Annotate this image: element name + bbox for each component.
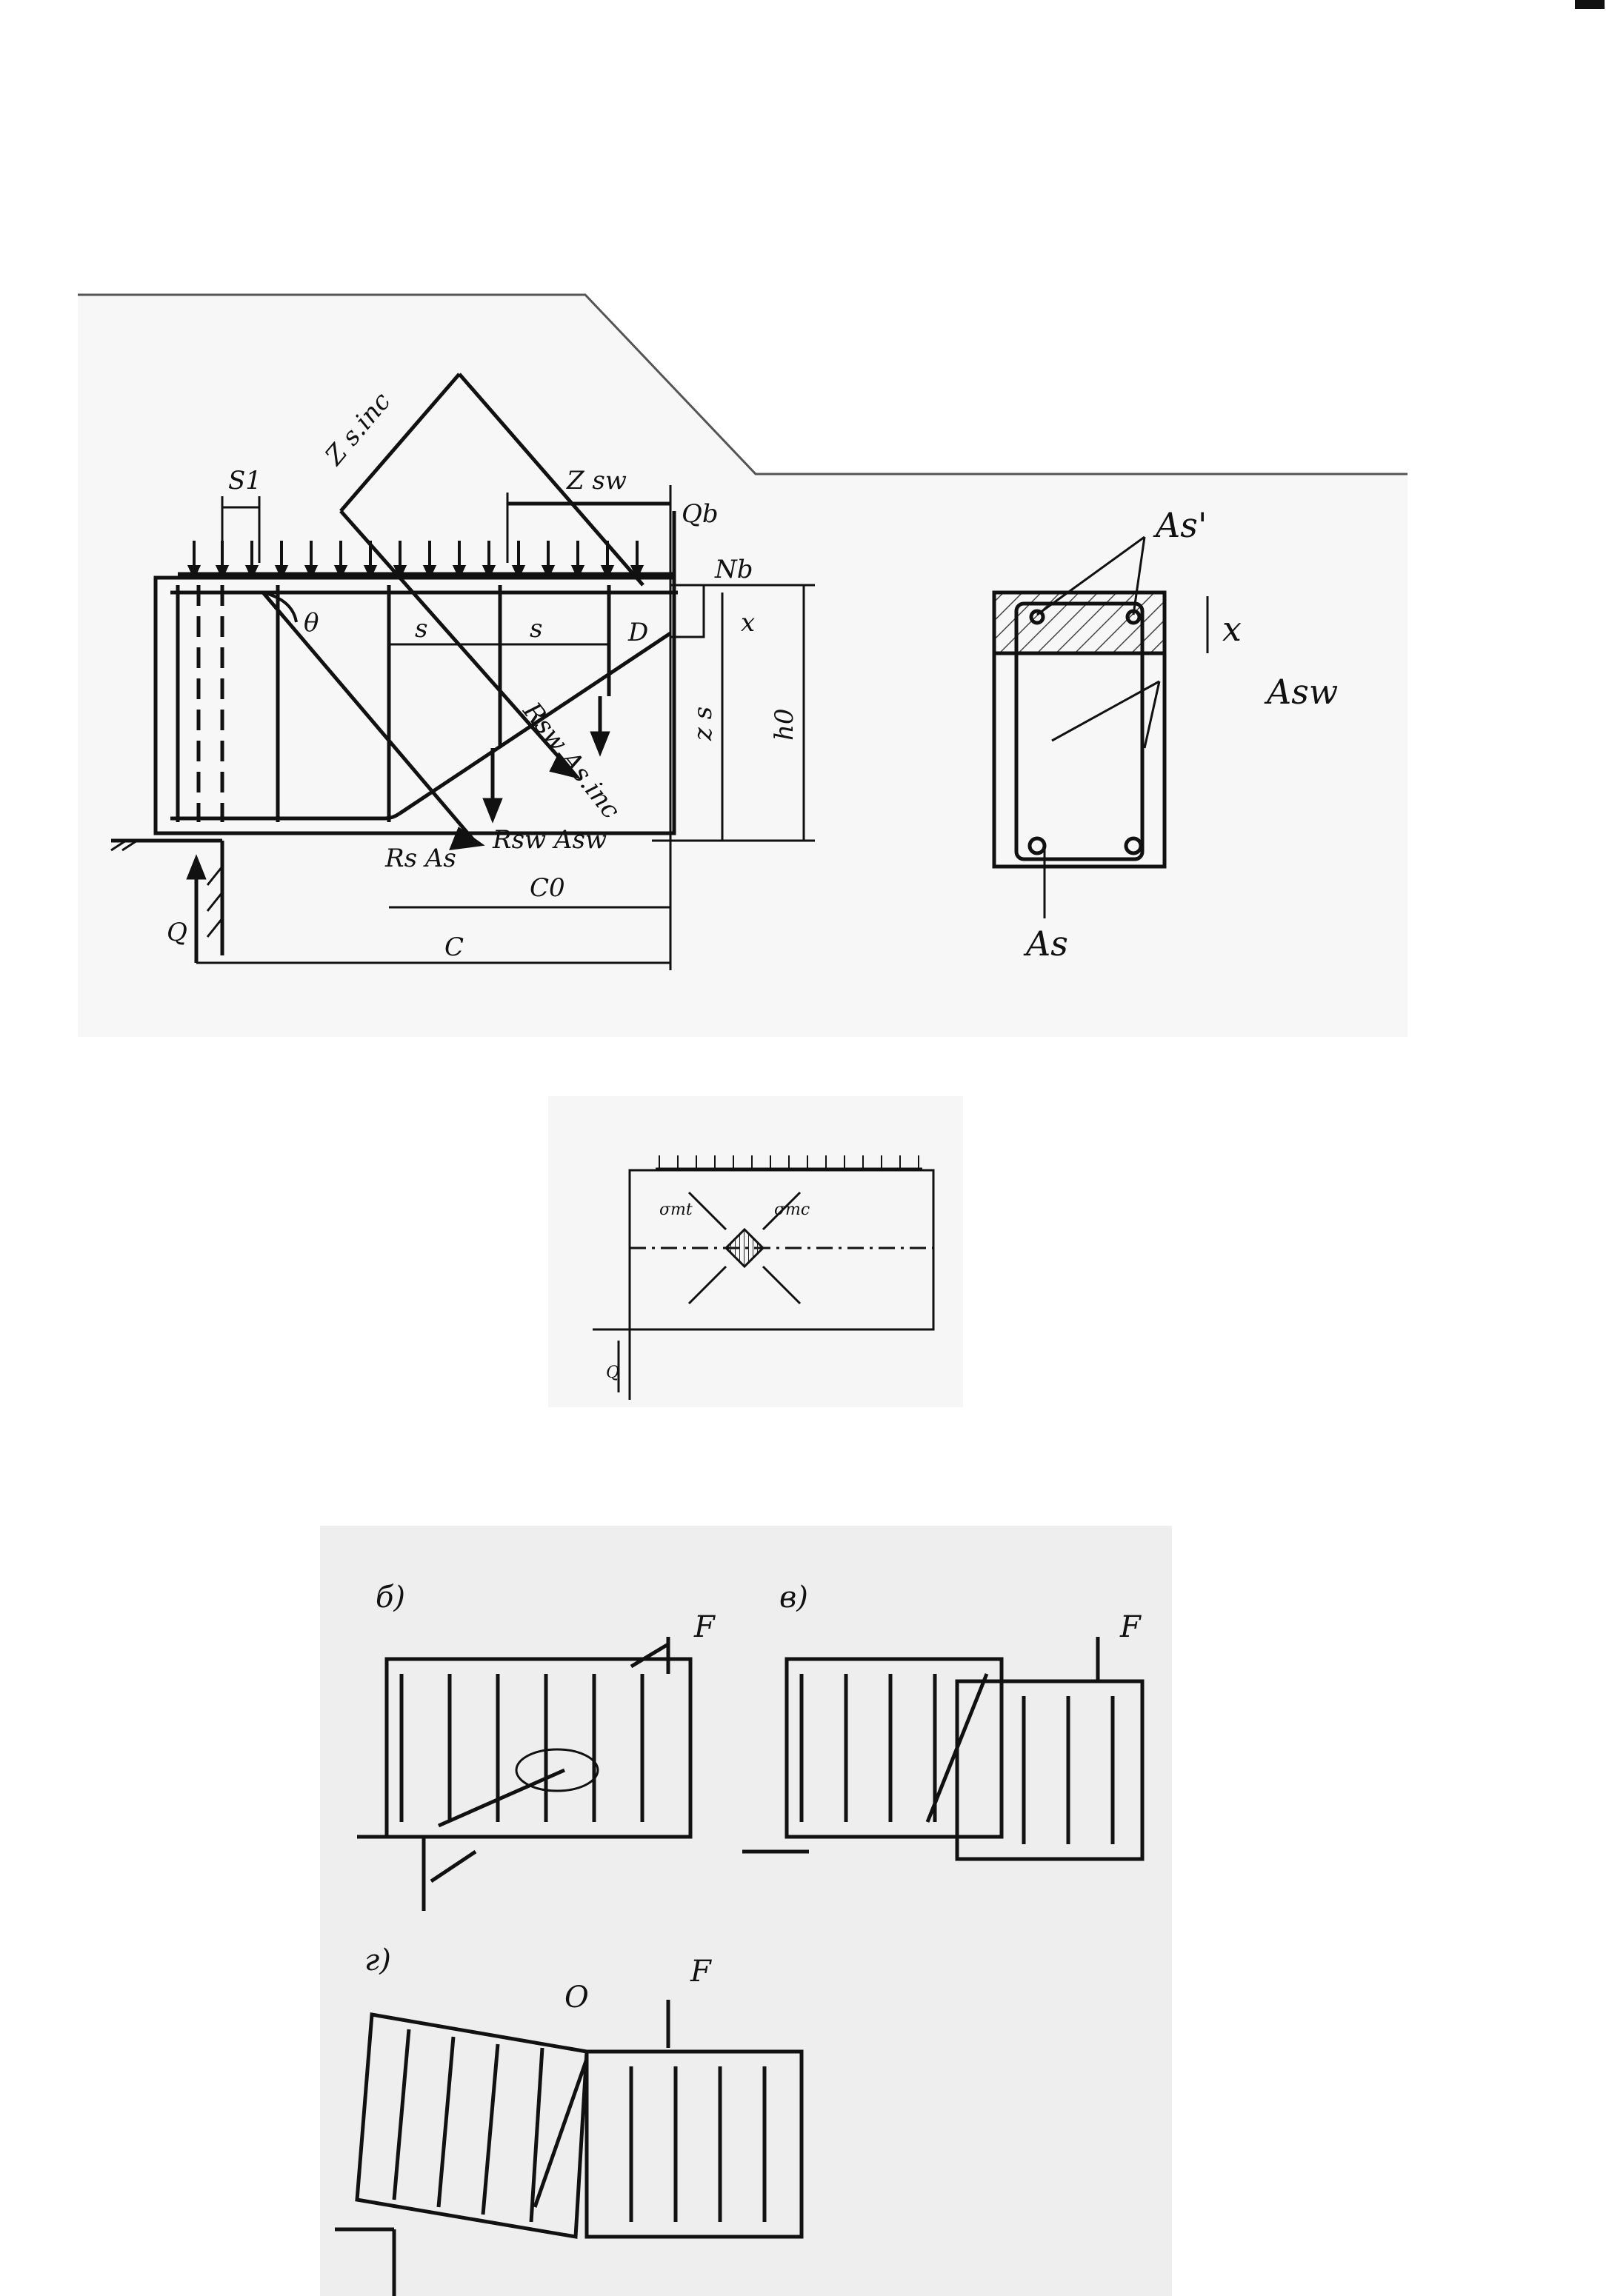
rsw-asw-arrowhead <box>482 798 503 824</box>
bottom-reinforcement <box>170 811 402 821</box>
label-mode-g: г) <box>364 1943 391 1978</box>
z-sinc-arrowhead <box>549 752 582 780</box>
reaction-arrowhead <box>186 854 207 880</box>
top-bar-left <box>1029 609 1045 625</box>
label-mode-g-force: F <box>690 1955 712 1989</box>
beam-b-crushed-zone <box>515 1748 599 1792</box>
label-q-b: Qb <box>682 499 719 529</box>
compression-arrow <box>687 1191 727 1231</box>
label-a-sw: Asw <box>1264 672 1338 712</box>
inclined-section-diagram: Z s.inc Z sw S1 Qb Nb θ s s D x z s h0 R… <box>78 293 1408 1037</box>
label-mode-g-point: O <box>564 1980 589 2015</box>
label-rsw-asw: Rsw Asw <box>492 825 607 855</box>
scan-corner-mark <box>1575 0 1605 9</box>
stress-element <box>724 1227 765 1269</box>
label-s-first: s <box>415 614 427 644</box>
scan-shade <box>78 295 1408 1037</box>
label-c0: C0 <box>530 873 565 903</box>
compression-arrow <box>762 1265 802 1305</box>
section-stirrup <box>1014 601 1145 861</box>
label-h0: h0 <box>770 708 799 741</box>
z-sinc-force-line <box>339 510 572 772</box>
theta-arc <box>262 591 298 623</box>
beam-v-stirrups <box>799 1674 1115 1844</box>
label-z-s: z s <box>688 707 718 741</box>
label-a-s: As <box>1023 924 1068 964</box>
failure-panel-bg <box>320 1526 1172 2296</box>
beam-b-strut-arrow <box>430 1849 477 1883</box>
asw-leader <box>1143 681 1161 749</box>
rs-as-force-line <box>261 591 476 842</box>
beam-g-left-block <box>355 2012 589 2239</box>
label-q: Q <box>606 1364 619 1382</box>
compression-zone-hatch <box>669 584 705 638</box>
z-sinc-lever-line <box>339 373 461 513</box>
label-s-second: s <box>530 614 542 644</box>
label-c: C <box>444 932 464 962</box>
beam-b-strut-arrow <box>630 1642 670 1669</box>
beam-v-crack <box>925 1673 989 1823</box>
label-a-s-prime: As' <box>1153 505 1207 545</box>
label-d-point: D <box>627 618 648 647</box>
compression-zone <box>992 590 1167 655</box>
cross-section-diagram: As' x Asw As <box>992 505 1338 964</box>
label-rs-as: Rs As <box>384 844 456 873</box>
beam-b-outline <box>384 1657 693 1839</box>
rsw-arrowhead <box>590 731 610 757</box>
label-mode-b: б) <box>376 1581 405 1615</box>
label-x: x <box>741 608 755 638</box>
beam-g-right-block <box>584 2049 804 2239</box>
beam-outline <box>153 575 676 835</box>
label-q: Q <box>167 918 187 947</box>
label-theta: θ <box>304 608 319 638</box>
bottom-bar-left <box>1027 836 1047 855</box>
stress-load-arrows <box>659 1155 919 1169</box>
beam-v-right-block <box>955 1679 1145 1861</box>
label-z-sw: Z sw <box>566 466 627 495</box>
label-s1: S1 <box>228 466 261 495</box>
distributed-load-arrows <box>187 541 644 580</box>
scan-edge <box>78 293 1408 475</box>
z-sinc-lever-line <box>458 373 644 587</box>
beam-b-stirrups <box>399 1674 644 1822</box>
beam-g-crack <box>533 2058 589 2208</box>
label-mode-v-force: F <box>1119 1610 1142 1644</box>
as-prime-leader <box>1036 535 1145 616</box>
beam-b-crack <box>437 1768 566 1828</box>
as-prime-leader <box>1132 536 1146 615</box>
beam-g-stirrups <box>392 2029 767 2223</box>
principal-stress-diagram: σmt σmc Q <box>548 1096 963 1407</box>
label-x: x <box>1222 609 1242 649</box>
tension-arrow <box>762 1191 802 1231</box>
support-hatching <box>110 839 224 938</box>
inclined-crack <box>399 631 672 815</box>
beam-v-left-block <box>784 1657 1004 1839</box>
rs-as-arrowhead <box>449 827 485 851</box>
label-mode-v: в) <box>779 1581 808 1615</box>
label-sigma-mt: σmt <box>659 1201 693 1219</box>
label-mode-b-force: F <box>693 1610 716 1644</box>
failure-modes-diagram: б) F в) F г) F O <box>320 1526 1172 2296</box>
bottom-bar-right <box>1124 836 1143 855</box>
tension-arrow <box>687 1265 727 1305</box>
asw-leader <box>1051 680 1160 742</box>
stress-beam-outline <box>628 1169 935 1331</box>
label-sigma-mc: σmc <box>774 1201 810 1219</box>
label-n-b: Nb <box>714 555 753 584</box>
